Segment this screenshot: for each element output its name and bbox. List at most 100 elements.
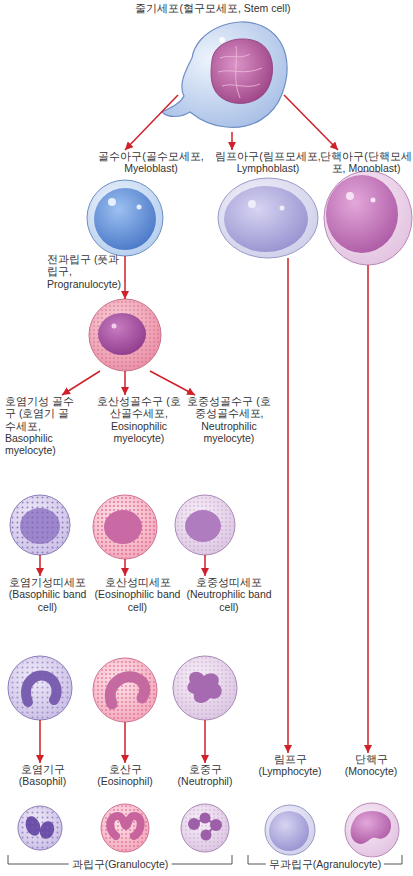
neutrophilic-band-cell-illustration	[173, 656, 237, 720]
differentiation-arrow	[39, 720, 41, 763]
cell-label: 호염기구 (Basophil)	[5, 763, 80, 788]
stem-cell-illustration	[211, 39, 273, 104]
group-label: 과립구(Granulocyte)	[69, 858, 172, 871]
lymphoblast-illustration	[218, 178, 318, 258]
basophil-illustration	[18, 806, 62, 850]
cell-label: 단핵구 (Monocyte)	[330, 753, 412, 778]
cell-label: 호중성띠세포 (Neutrophilic band cell)	[183, 576, 275, 613]
differentiation-arrow	[284, 95, 338, 150]
differentiation-arrow	[124, 559, 126, 576]
myeloblast-illustration	[94, 188, 156, 250]
eosinophilic-myelocyte-illustration	[104, 510, 142, 544]
differentiation-arrow	[124, 371, 126, 395]
myeloblast-illustration	[87, 180, 163, 256]
eosinophilic-myelocyte-illustration	[93, 495, 157, 559]
lymphoblast-illustration	[248, 200, 256, 208]
stem-cell-illustration	[218, 46, 262, 98]
cell-node: 호중성골수구 (호중성골수세포, Neutrophilic myelocyte)	[183, 395, 275, 555]
basophilic-band-cell-illustration	[8, 656, 72, 720]
cell-node: 전과립구 (풋과립구, Progranulocyte)	[89, 299, 161, 371]
neutrophilic-myelocyte-illustration	[175, 495, 235, 555]
progranulocyte-illustration	[89, 299, 161, 371]
differentiation-arrow	[204, 555, 206, 576]
monoblast-illustration	[346, 192, 354, 200]
eosinophilic-myelocyte-illustration	[94, 496, 156, 558]
differentiation-arrow	[62, 371, 100, 395]
basophilic-myelocyte-illustration	[10, 495, 70, 555]
cell-label: 단핵아구(단핵모세포, Monoblast)	[320, 150, 412, 175]
monocyte-illustration	[345, 803, 399, 857]
cell-label: 림프아구(림프모세포, Lymphoblast)	[214, 150, 322, 175]
cell-node: 림프아구(림프모세포, Lymphoblast)	[214, 150, 322, 258]
cell-label: 림프구 (Lymphocyte)	[250, 753, 330, 778]
differentiation-arrow	[39, 555, 41, 576]
basophilic-band-cell-illustration	[8, 656, 72, 720]
stem-cell-illustration	[219, 37, 225, 43]
neutrophilic-band-cell-illustration	[173, 656, 237, 720]
myeloblast-illustration	[137, 205, 142, 210]
differentiation-arrow	[150, 371, 195, 395]
neutrophilic-myelocyte-illustration	[185, 510, 221, 542]
basophilic-myelocyte-illustration	[11, 496, 69, 554]
neutrophilic-myelocyte-illustration	[176, 496, 234, 554]
basophilic-myelocyte-illustration	[10, 495, 70, 555]
progranulocyte-illustration	[90, 300, 160, 370]
cell-node: 호염기구 (Basophil)	[5, 763, 80, 850]
lymphoblast-illustration	[224, 186, 308, 252]
eosinophil-illustration	[110, 816, 141, 836]
monoblast-illustration	[371, 198, 376, 203]
eosinophilic-band-cell-illustration	[93, 658, 157, 722]
cell-node: 호산성띠세포 (Eosinophilic band cell)	[92, 576, 183, 722]
lymphocyte-illustration	[265, 805, 315, 855]
cell-node: 호산성골수구 (호산골수세포, Eosinophilic myelocyte)	[95, 395, 183, 559]
eosinophilic-band-cell-illustration	[93, 658, 157, 722]
neutrophilic-band-cell-illustration	[187, 672, 221, 703]
monoblast-illustration	[324, 171, 412, 265]
progranulocyte-illustration	[98, 313, 146, 355]
neutrophilic-myelocyte-illustration	[175, 495, 235, 555]
neutrophilic-band-cell-illustration	[174, 657, 236, 719]
lymphocyte-illustration	[269, 811, 309, 851]
cell-node: 림프구 (Lymphocyte)	[250, 753, 330, 855]
basophilic-band-cell-illustration	[9, 657, 71, 719]
differentiation-arrow	[231, 132, 233, 150]
progranulocyte-illustration	[112, 324, 117, 329]
differentiation-arrow	[125, 95, 178, 150]
cell-label: 호중성골수구 (호중성골수세포, Neutrophilic myelocyte)	[183, 395, 275, 444]
cell-label: 줄기세포(혈구모세포, Stem cell)	[100, 2, 326, 14]
cell-label: 골수아구(골수모세포, Myeloblast)	[90, 150, 212, 175]
stem-cell-illustration	[162, 22, 287, 127]
cell-label: 호염기성띠세포 (Basophilic band cell)	[5, 576, 90, 613]
myeloblast-illustration	[108, 198, 116, 206]
cell-label: 전과립구 (풋과립구, Progranulocyte)	[47, 253, 127, 290]
cell-label: 호염기성 골수구 (호염기 골수세포, Basophilic myelocyte…	[5, 395, 80, 456]
neutrophil-illustration	[181, 804, 229, 852]
cell-node: 호염기성띠세포 (Basophilic band cell)	[5, 576, 90, 720]
eosinophil-illustration	[101, 804, 149, 852]
cell-label: 호산성띠세포 (Eosinophilic band cell)	[92, 576, 183, 613]
differentiation-arrow	[287, 258, 289, 753]
cell-label: 호산구 (Eosinophil)	[85, 763, 165, 788]
cell-node: 줄기세포(혈구모세포, Stem cell)	[178, 20, 284, 132]
differentiation-arrow	[367, 265, 369, 753]
eosinophil-illustration	[101, 804, 149, 852]
myeloblast-illustration	[87, 180, 163, 256]
basophil-illustration	[19, 807, 61, 849]
cell-node: 골수아구(골수모세포, Myeloblast)	[90, 150, 212, 256]
cell-label: 호중구 (Neutrophil)	[165, 763, 245, 788]
monocyte-illustration	[351, 811, 391, 844]
differentiation-arrow	[124, 722, 126, 763]
cell-node: 호중구 (Neutrophil)	[165, 763, 245, 852]
neutrophil-illustration	[182, 805, 228, 851]
eosinophilic-band-cell-illustration	[94, 659, 156, 721]
monoblast-illustration	[326, 175, 398, 253]
differentiation-arrow	[124, 256, 126, 299]
cell-node: 호산구 (Eosinophil)	[85, 763, 165, 852]
stem-cell-illustration	[162, 22, 287, 127]
cell-label: 호산성골수구 (호산골수세포, Eosinophilic myelocyte)	[95, 395, 183, 444]
lymphoblast-illustration	[218, 178, 318, 258]
